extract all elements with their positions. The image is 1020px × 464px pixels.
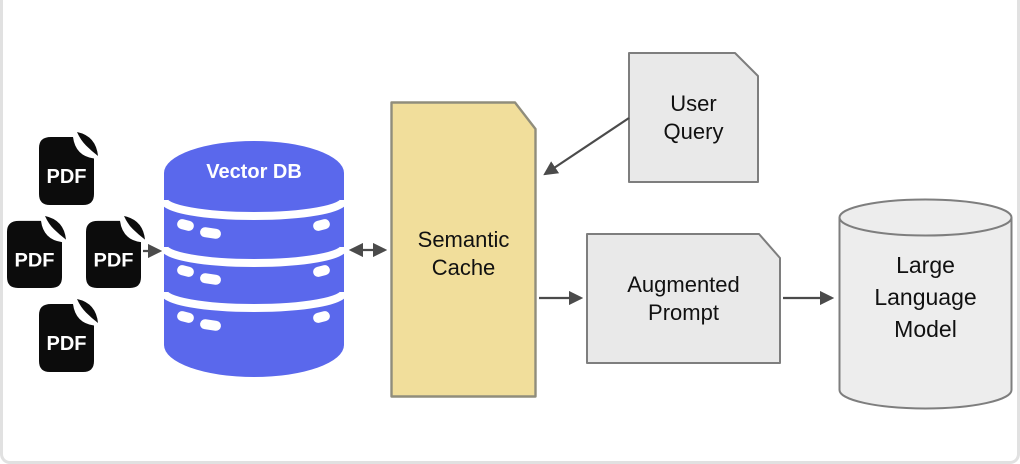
vector-db-node bbox=[163, 140, 345, 378]
pdf-label: PDF bbox=[47, 333, 87, 355]
llm-node: Large Language Model bbox=[838, 198, 1013, 410]
vector-db-label: Vector DB bbox=[206, 161, 302, 183]
pdf-file-node-left: PDF bbox=[4, 214, 68, 289]
augmented-prompt-label: Augmented Prompt bbox=[627, 271, 740, 325]
pdf-label: PDF bbox=[47, 166, 87, 188]
pdf-label: PDF bbox=[15, 249, 55, 271]
pdf-file-node-bottom: PDF bbox=[36, 297, 100, 373]
user-query-node: User Query bbox=[628, 52, 759, 183]
pdf-file-icon: PDF bbox=[39, 132, 98, 205]
pdf-file-node-top: PDF bbox=[36, 130, 100, 206]
semantic-cache-node: Semantic Cache bbox=[390, 101, 537, 398]
arrow-user-query-to-semantic-cache bbox=[543, 117, 630, 176]
folded-corner-shape bbox=[390, 101, 537, 398]
folded-corner-shape bbox=[586, 233, 781, 364]
pdf-file-icon: PDF bbox=[7, 215, 66, 289]
llm-label: Large Language Model bbox=[874, 252, 977, 342]
pdf-file-node-right: PDF bbox=[83, 214, 147, 289]
pdf-file-icon: PDF bbox=[86, 215, 145, 289]
cylinder-shape bbox=[838, 198, 1013, 410]
database-icon bbox=[163, 141, 345, 377]
augmented-prompt-node: Augmented Prompt bbox=[586, 233, 781, 364]
pdf-file-icon: PDF bbox=[39, 299, 98, 372]
user-query-label: User Query bbox=[663, 90, 724, 144]
semantic-cache-label: Semantic Cache bbox=[417, 226, 510, 280]
pdf-label: PDF bbox=[94, 249, 134, 271]
